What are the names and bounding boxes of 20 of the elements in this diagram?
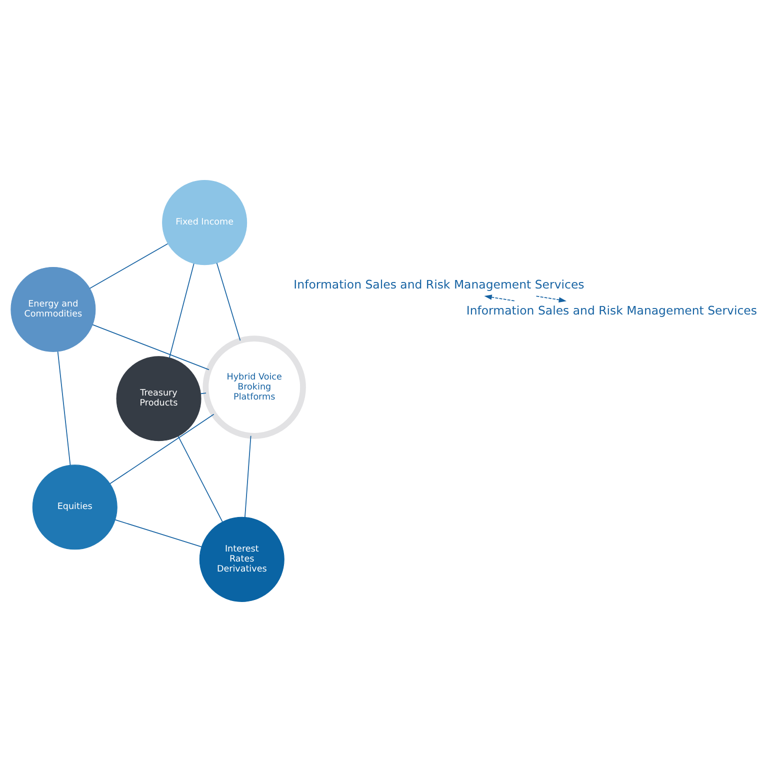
connector (57, 351, 71, 466)
connector (216, 262, 241, 341)
node-circle: Interest Rates Derivatives (199, 516, 284, 602)
connector (244, 435, 252, 518)
node-text: Information Sales and Risk Management Services (294, 278, 584, 292)
node-circle: Fixed Income (162, 180, 248, 266)
node-circle: Equities (32, 464, 118, 550)
arrow (484, 294, 515, 302)
node-circle: Hybrid Voice Broking Platforms (202, 336, 306, 439)
connector (92, 324, 210, 370)
connector (89, 243, 168, 289)
connector (178, 436, 223, 522)
connector (168, 263, 194, 358)
node-circle: Energy and Commodities (10, 266, 96, 352)
arrow (536, 296, 566, 302)
node-text: Information Sales and Risk Management Services (466, 303, 757, 318)
connector (110, 414, 214, 484)
node-circle: Treasury Products (116, 356, 202, 442)
connector (114, 519, 202, 548)
connector (200, 392, 206, 394)
